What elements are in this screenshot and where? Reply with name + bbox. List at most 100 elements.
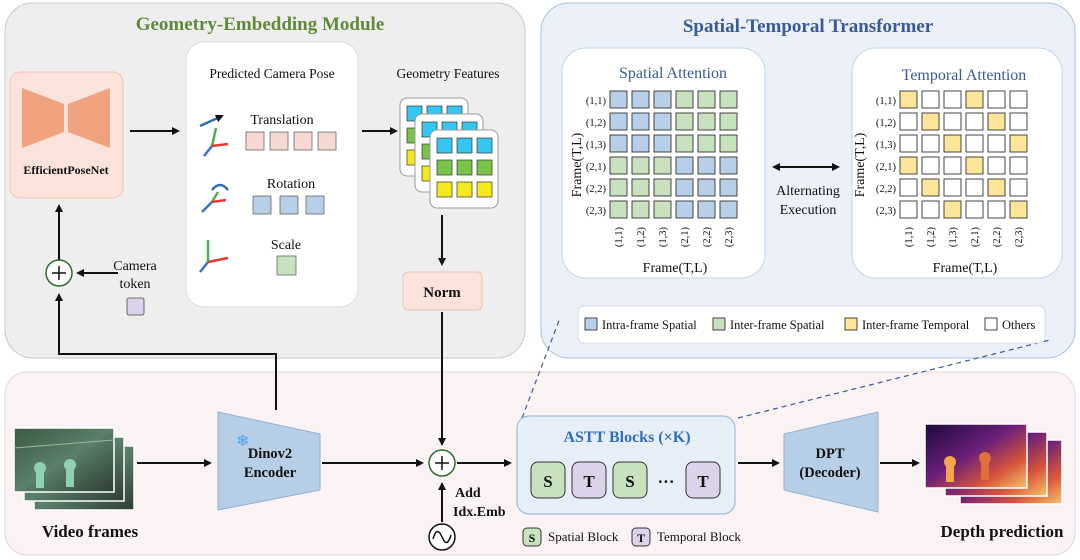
spatial-cell-2-2 — [653, 134, 672, 153]
feature-cell — [436, 181, 453, 198]
spatial-cell-3-1 — [631, 156, 650, 175]
temporal-cell-5-1 — [921, 200, 940, 219]
temporal-x-axis-label: Frame(T,L) — [933, 261, 998, 276]
legend-label: Inter-frame Temporal — [862, 318, 970, 332]
temporal-cell-4-1 — [921, 178, 940, 197]
spatial-row-label: (2,3) — [586, 206, 607, 217]
spatial-cell-0-2 — [653, 90, 672, 109]
temporal-cell-5-4 — [987, 200, 1006, 219]
scale-label: Scale — [271, 238, 301, 253]
spatial-cell-5-2 — [653, 200, 672, 219]
temporal-row-label: (1,2) — [876, 118, 897, 129]
temporal-attention-grid — [899, 90, 1028, 219]
temporal-cell-2-3 — [965, 134, 984, 153]
translation-values — [245, 131, 337, 151]
depth-prediction-label: Depth prediction — [941, 522, 1064, 541]
spatial-cell-2-3 — [675, 134, 694, 153]
temporal-row-label: (1,1) — [876, 96, 897, 107]
temporal-block-k: T — [697, 472, 709, 491]
temporal-row-label: (2,2) — [876, 184, 897, 195]
temporal-cell-4-2 — [943, 178, 962, 197]
spatial-cell-2-0 — [609, 134, 628, 153]
add-line1: Add — [455, 486, 481, 501]
spatial-block-legend-letter: S — [529, 531, 536, 545]
spatial-cell-3-4 — [697, 156, 716, 175]
temporal-cell-3-0 — [899, 156, 918, 175]
spatial-cell-5-4 — [697, 200, 716, 219]
spatial-cell-3-5 — [719, 156, 738, 175]
temporal-cell-0-1 — [921, 90, 940, 109]
spatial-cell-0-4 — [697, 90, 716, 109]
spatial-block-1: S — [543, 472, 552, 491]
feature-cell — [456, 159, 473, 176]
spatial-cell-4-0 — [609, 178, 628, 197]
spatial-cell-5-5 — [719, 200, 738, 219]
geometry-features-stack — [399, 97, 499, 209]
geometry-arrows — [55, 127, 446, 446]
spatial-col-labels: (1,1)(1,2)(1,3)(2,1)(2,2)(2,3) — [614, 227, 735, 248]
encoder-line2: Encoder — [244, 465, 297, 481]
legend-label: Intra-frame Spatial — [602, 318, 697, 332]
feature-cell — [476, 181, 493, 198]
temporal-row-label: (1,3) — [876, 140, 897, 151]
spatial-block-legend-label: Spatial Block — [548, 529, 619, 544]
depth-prediction-stack — [924, 423, 1063, 505]
spatial-cell-2-4 — [697, 134, 716, 153]
camera-pose-title: Predicted Camera Pose — [209, 66, 334, 81]
feature-cell — [436, 159, 453, 176]
temporal-cell-2-4 — [987, 134, 1006, 153]
temporal-cell-1-4 — [987, 112, 1006, 131]
camera-token-square — [126, 297, 145, 316]
spatial-col-label: (1,1) — [614, 227, 625, 248]
spatial-attention-grid — [609, 90, 738, 219]
camera-token-line2: token — [119, 277, 150, 292]
temporal-col-label: (1,2) — [926, 227, 937, 248]
spatial-cell-1-3 — [675, 112, 694, 131]
temporal-cell-4-3 — [965, 178, 984, 197]
temporal-cell-0-3 — [965, 90, 984, 109]
rotation-axes-icon — [201, 183, 229, 213]
encoder-trapezoid — [217, 411, 321, 511]
spatial-cell-1-4 — [697, 112, 716, 131]
temporal-cell-2-2 — [943, 134, 962, 153]
temporal-col-labels: (1,1)(1,2)(1,3)(2,1)(2,2)(2,3) — [904, 227, 1025, 248]
encoder-line1: Dinov2 — [248, 446, 292, 462]
decoder-line1: DPT — [816, 446, 845, 462]
temporal-row-labels: (1,1)(1,2)(1,3)(2,1)(2,2)(2,3) — [876, 96, 897, 217]
temporal-cell-1-0 — [899, 112, 918, 131]
spatial-cell-3-0 — [609, 156, 628, 175]
astt-title: ASTT Blocks (×K) — [563, 429, 690, 446]
temporal-cell-0-0 — [899, 90, 918, 109]
temporal-cell-4-4 — [987, 178, 1006, 197]
temporal-block-legend-swatch — [631, 527, 651, 547]
spatial-cell-2-5 — [719, 134, 738, 153]
spatial-row-label: (2,2) — [586, 184, 607, 195]
temporal-cell-5-0 — [899, 200, 918, 219]
spatial-cell-4-5 — [719, 178, 738, 197]
temporal-col-label: (2,2) — [992, 227, 1003, 248]
rotation-values — [252, 195, 325, 215]
temporal-block-legend-letter: T — [637, 531, 645, 545]
spatial-cell-0-3 — [675, 90, 694, 109]
spatial-cell-0-1 — [631, 90, 650, 109]
pipeline-arrows — [137, 459, 920, 522]
bowtie-network-icon — [22, 88, 110, 148]
spatial-cell-2-1 — [631, 134, 650, 153]
spatial-cell-1-0 — [609, 112, 628, 131]
temporal-cell-0-4 — [987, 90, 1006, 109]
temporal-cell-1-3 — [965, 112, 984, 131]
temporal-cell-0-2 — [943, 90, 962, 109]
frozen-snowflake-icon: ❄ — [236, 433, 249, 450]
spatial-cell-4-2 — [653, 178, 672, 197]
temporal-cell-3-2 — [943, 156, 962, 175]
spatial-block-legend-swatch — [522, 527, 542, 547]
legend-swatch — [844, 317, 858, 331]
feature-cell — [476, 159, 493, 176]
astt-block-sequence: S T S ··· T — [530, 461, 721, 499]
spatial-cell-1-2 — [653, 112, 672, 131]
camera-pose-panel — [185, 41, 359, 308]
spatial-col-label: (1,3) — [658, 227, 669, 248]
spatial-col-label: (2,3) — [724, 227, 735, 248]
